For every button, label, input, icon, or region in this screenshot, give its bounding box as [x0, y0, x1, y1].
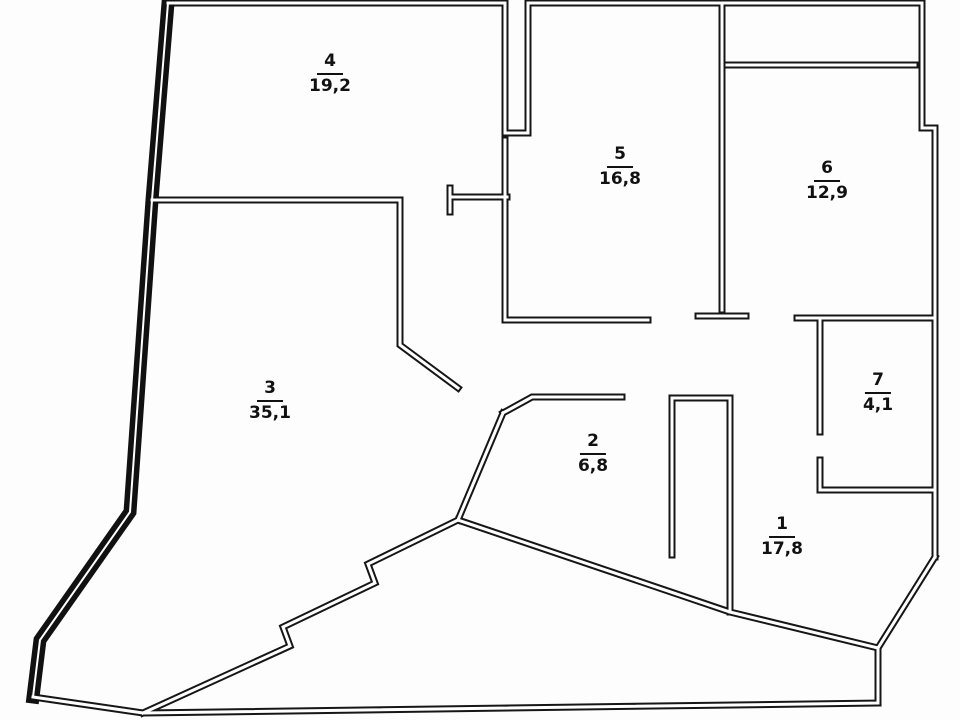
wall-cores	[31, 1, 938, 715]
room-number: 1	[769, 514, 795, 538]
room-label-2: 2 6,8	[577, 431, 609, 476]
room-number: 4	[317, 51, 343, 75]
room-label-5: 5 16,8	[599, 144, 641, 189]
room-number: 3	[257, 378, 283, 402]
room-number: 2	[580, 431, 606, 455]
room-label-7: 7 4,1	[862, 370, 894, 415]
room-label-3: 3 35,1	[249, 378, 291, 423]
room-area: 17,8	[761, 538, 803, 559]
room-number: 6	[814, 158, 840, 182]
room-label-1: 1 17,8	[761, 514, 803, 559]
room-label-4: 4 19,2	[309, 51, 351, 96]
wall-outlines	[25, 0, 940, 718]
room-number: 5	[607, 144, 633, 168]
room-area: 19,2	[309, 75, 351, 96]
room-label-6: 6 12,9	[806, 158, 848, 203]
room-area: 6,8	[577, 455, 609, 476]
room-number: 7	[865, 370, 891, 394]
room-area: 12,9	[806, 182, 848, 203]
room-area: 35,1	[249, 402, 291, 423]
room-area: 16,8	[599, 168, 641, 189]
room-area: 4,1	[862, 394, 894, 415]
